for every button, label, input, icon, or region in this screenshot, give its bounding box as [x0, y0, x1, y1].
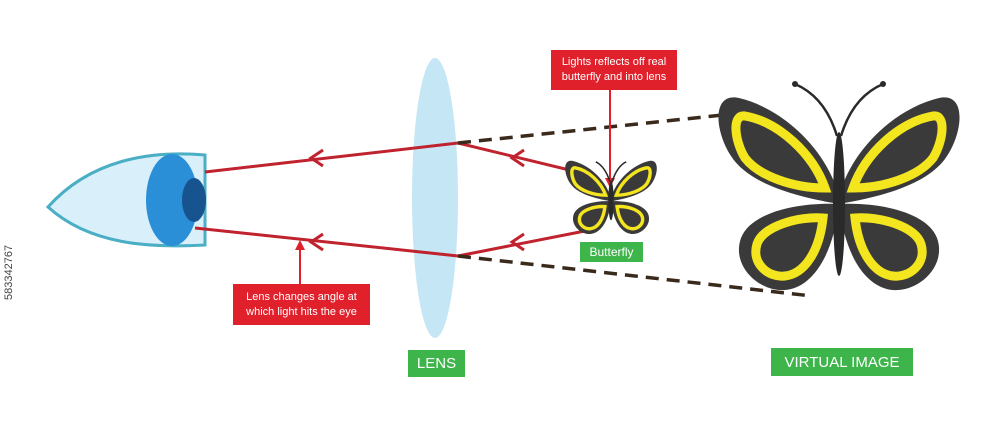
- eye-note: Lens changes angle at which light hits t…: [233, 284, 370, 325]
- upper-ray: [204, 141, 591, 177]
- eye-icon: [45, 152, 207, 248]
- lower-ray: [194, 226, 591, 258]
- reflect-note-line-2: butterfly and into lens: [561, 71, 667, 83]
- real-butterfly-icon: [563, 159, 659, 236]
- light-rays: [194, 141, 591, 258]
- butterfly-label: Butterfly: [580, 242, 643, 262]
- eye-note-line-1: Lens changes angle at: [246, 290, 357, 303]
- lens-shape: [412, 58, 458, 338]
- ray-arrow-lower-left: [308, 232, 324, 252]
- ray-arrow-upper-left: [308, 148, 324, 168]
- projection-lines: [457, 108, 813, 298]
- reflect-note: Lights reflects off real butterfly and i…: [551, 50, 677, 90]
- virtual-butterfly-icon: [718, 81, 959, 290]
- eye-note-line-2: which light hits the eye: [246, 305, 357, 318]
- virtual-image-label: VIRTUAL IMAGE: [771, 348, 913, 376]
- ray-arrow-upper-right: [509, 148, 525, 168]
- lens-label: LENS: [408, 350, 465, 377]
- reflect-note-line-1: Lights reflects off real: [561, 56, 667, 68]
- side-id-text: 583342767: [3, 244, 15, 300]
- ray-arrow-lower-right: [509, 232, 525, 252]
